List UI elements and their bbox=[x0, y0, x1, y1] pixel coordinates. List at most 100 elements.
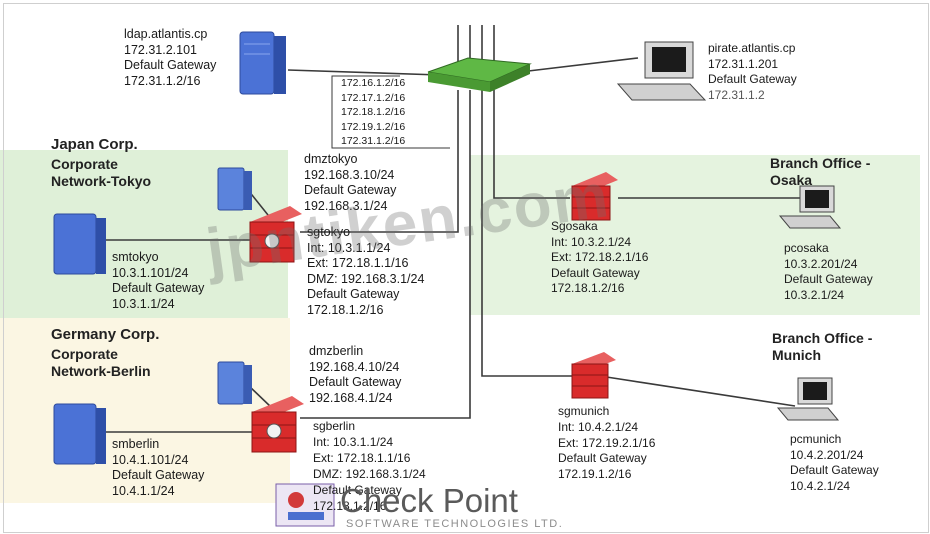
sgberlin-firewall-icon bbox=[251, 396, 304, 453]
sgtokyo-gateway-ip: 172.18.1.2/16 bbox=[307, 302, 384, 317]
sgmunich-ext: Ext: 172.19.2.1/16 bbox=[558, 435, 656, 450]
dmzberlin-label: dmzberlin 192.168.4.10/24 Default Gatewa… bbox=[309, 344, 401, 406]
osaka-title-line: Osaka bbox=[770, 172, 813, 188]
dmztokyo-ip: 192.168.3.10/24 bbox=[304, 167, 395, 182]
pcmunich-pc-icon bbox=[776, 377, 840, 421]
sgtokyo-hostname: sgtokyo bbox=[307, 225, 351, 239]
sgosaka-gateway-label: Default Gateway bbox=[551, 265, 640, 280]
germany-subtitle-line: Network-Berlin bbox=[51, 363, 151, 379]
pirate-pc-icon bbox=[616, 41, 707, 101]
sgmunich-gateway-label: Default Gateway bbox=[558, 451, 647, 466]
core-router-icon bbox=[427, 57, 532, 92]
sgberlin-gateway-ip: 172.18.1.2/16 bbox=[313, 499, 387, 513]
sgosaka-ext: Ext: 172.18.2.1/16 bbox=[551, 250, 649, 264]
tokyo-uplink bbox=[300, 90, 459, 233]
germany-subtitle: Corporate Network-Berlin bbox=[51, 346, 151, 380]
pcosaka-gateway-ip: 10.3.2.1/24 bbox=[784, 287, 845, 302]
ldap-hostname: ldap.atlantis.cp bbox=[124, 27, 208, 41]
smtokyo-hostname: smtokyo bbox=[112, 250, 159, 264]
dmztokyo-server-icon bbox=[217, 167, 252, 211]
pcmunich-gateway-ip: 10.4.2.1/24 bbox=[790, 478, 851, 493]
sgmunich-hostname: sgmunich bbox=[558, 404, 610, 418]
smtokyo-label: smtokyo 10.3.1.101/24 Default Gateway 10… bbox=[112, 250, 204, 312]
sgberlin-hostname: sgberlin bbox=[313, 419, 356, 433]
dmztokyo-label: dmztokyo 192.168.3.10/24 Default Gateway… bbox=[304, 152, 396, 214]
sgtokyo-ext: Ext: 172.18.1.1/16 bbox=[307, 256, 409, 270]
munich-uplink bbox=[481, 90, 572, 377]
sgtokyo-firewall-icon bbox=[249, 206, 302, 263]
ldap-label: ldap.atlantis.cp 172.31.2.101 Default Ga… bbox=[124, 27, 216, 89]
osaka-network-zone bbox=[470, 155, 920, 315]
pcosaka-pc-icon bbox=[778, 185, 842, 229]
router-network: 172.17.1.2/16 bbox=[341, 91, 406, 104]
dmzberlin-hostname: dmzberlin bbox=[309, 344, 364, 358]
sgtokyo-gateway-label: Default Gateway bbox=[307, 287, 400, 301]
sgmunich-gateway-ip: 172.19.1.2/16 bbox=[558, 467, 632, 482]
smberlin-ip: 10.4.1.101/24 bbox=[112, 452, 189, 467]
germany-title: Germany Corp. bbox=[51, 326, 160, 343]
osaka-title: Branch Office - Osaka bbox=[770, 155, 870, 189]
pcosaka-ip: 10.3.2.201/24 bbox=[784, 256, 858, 271]
brand-tagline: SOFTWARE TECHNOLOGIES LTD. bbox=[346, 518, 564, 530]
munich-lan bbox=[599, 375, 796, 407]
sgmunich-int: Int: 10.4.2.1/24 bbox=[558, 419, 639, 434]
osaka-uplink bbox=[493, 90, 570, 199]
sgosaka-firewall-icon bbox=[571, 172, 618, 221]
smtokyo-server-icon bbox=[53, 213, 106, 275]
sgberlin-dmz: DMZ: 192.168.3.1/24 bbox=[313, 467, 426, 481]
japan-subtitle-line: Corporate bbox=[51, 156, 118, 172]
dmzberlin-gateway-label: Default Gateway bbox=[309, 375, 402, 389]
smberlin-label: smberlin 10.4.1.101/24 Default Gateway 1… bbox=[112, 437, 204, 499]
pcmunich-hostname: pcmunich bbox=[790, 432, 842, 446]
pirate-gateway-label: Default Gateway bbox=[708, 72, 797, 86]
sgberlin-ext: Ext: 172.18.1.1/16 bbox=[313, 451, 411, 465]
pcmunich-gateway-label: Default Gateway bbox=[790, 463, 879, 477]
pcmunich-ip: 10.4.2.201/24 bbox=[790, 447, 864, 462]
japan-subtitle-line: Network-Tokyo bbox=[51, 173, 152, 189]
sgberlin-label: sgberlin Int: 10.3.1.1/24 Ext: 172.18.1.… bbox=[313, 418, 426, 514]
berlin-network-zone bbox=[0, 318, 290, 503]
smtokyo-gateway-ip: 10.3.1.1/24 bbox=[112, 296, 175, 311]
ldap-ip: 172.31.2.101 bbox=[124, 42, 197, 57]
sgberlin-int: Int: 10.3.1.1/24 bbox=[313, 435, 394, 449]
sgmunich-label: sgmunich Int: 10.4.2.1/24 Ext: 172.19.2.… bbox=[558, 404, 655, 483]
smtokyo-gateway-label: Default Gateway bbox=[112, 281, 205, 295]
germany-subtitle-line: Corporate bbox=[51, 346, 118, 362]
sgosaka-gateway-ip: 172.18.1.2/16 bbox=[551, 281, 625, 295]
sgtokyo-dmz: DMZ: 192.168.3.1/24 bbox=[307, 271, 425, 286]
ldap-server-icon bbox=[239, 31, 286, 95]
japan-subtitle: Corporate Network-Tokyo bbox=[51, 156, 151, 190]
smberlin-server-icon bbox=[53, 403, 106, 465]
router-network: 172.16.1.2/16 bbox=[341, 77, 406, 89]
pcmunich-label: pcmunich 10.4.2.201/24 Default Gateway 1… bbox=[790, 432, 879, 494]
munich-title: Branch Office - Munich bbox=[772, 330, 872, 364]
smtokyo-ip: 10.3.1.101/24 bbox=[112, 265, 189, 280]
router-network-list: 172.16.1.2/16 172.17.1.2/16 172.18.1.2/1… bbox=[341, 76, 405, 149]
pirate-ip: 172.31.1.201 bbox=[708, 56, 779, 71]
smberlin-gateway-ip: 10.4.1.1/24 bbox=[112, 483, 175, 498]
pcosaka-gateway-label: Default Gateway bbox=[784, 272, 873, 286]
sgtokyo-label: sgtokyo Int: 10.3.1.1/24 Ext: 172.18.1.1… bbox=[307, 225, 424, 318]
router-network: 172.18.1.2/16 bbox=[341, 106, 406, 119]
ldap-link bbox=[287, 69, 441, 76]
sgtokyo-int: Int: 10.3.1.1/24 bbox=[307, 240, 391, 255]
berlin-uplink bbox=[300, 90, 471, 419]
sgberlin-gateway-label: Default Gateway bbox=[313, 483, 402, 497]
pirate-label: pirate.atlantis.cp 172.31.1.201 Default … bbox=[708, 41, 797, 103]
sgosaka-label: Sgosaka Int: 10.3.2.1/24 Ext: 172.18.2.1… bbox=[551, 219, 648, 297]
sgosaka-int: Int: 10.3.2.1/24 bbox=[551, 234, 632, 249]
dmzberlin-ip: 192.168.4.10/24 bbox=[309, 359, 400, 374]
pirate-hostname: pirate.atlantis.cp bbox=[708, 41, 796, 55]
pirate-link bbox=[519, 57, 639, 73]
munich-title-line: Munich bbox=[772, 347, 821, 363]
dmztokyo-hostname: dmztokyo bbox=[304, 152, 358, 166]
brand-name: Check Point bbox=[340, 482, 518, 519]
router-network: 172.19.1.2/16 bbox=[341, 120, 406, 133]
dmztokyo-gateway-label: Default Gateway bbox=[304, 183, 397, 197]
dmzberlin-server-icon bbox=[217, 361, 252, 405]
network-list-box bbox=[331, 75, 450, 149]
sgosaka-hostname: Sgosaka bbox=[551, 219, 598, 233]
pcosaka-label: pcosaka 10.3.2.201/24 Default Gateway 10… bbox=[784, 241, 873, 303]
